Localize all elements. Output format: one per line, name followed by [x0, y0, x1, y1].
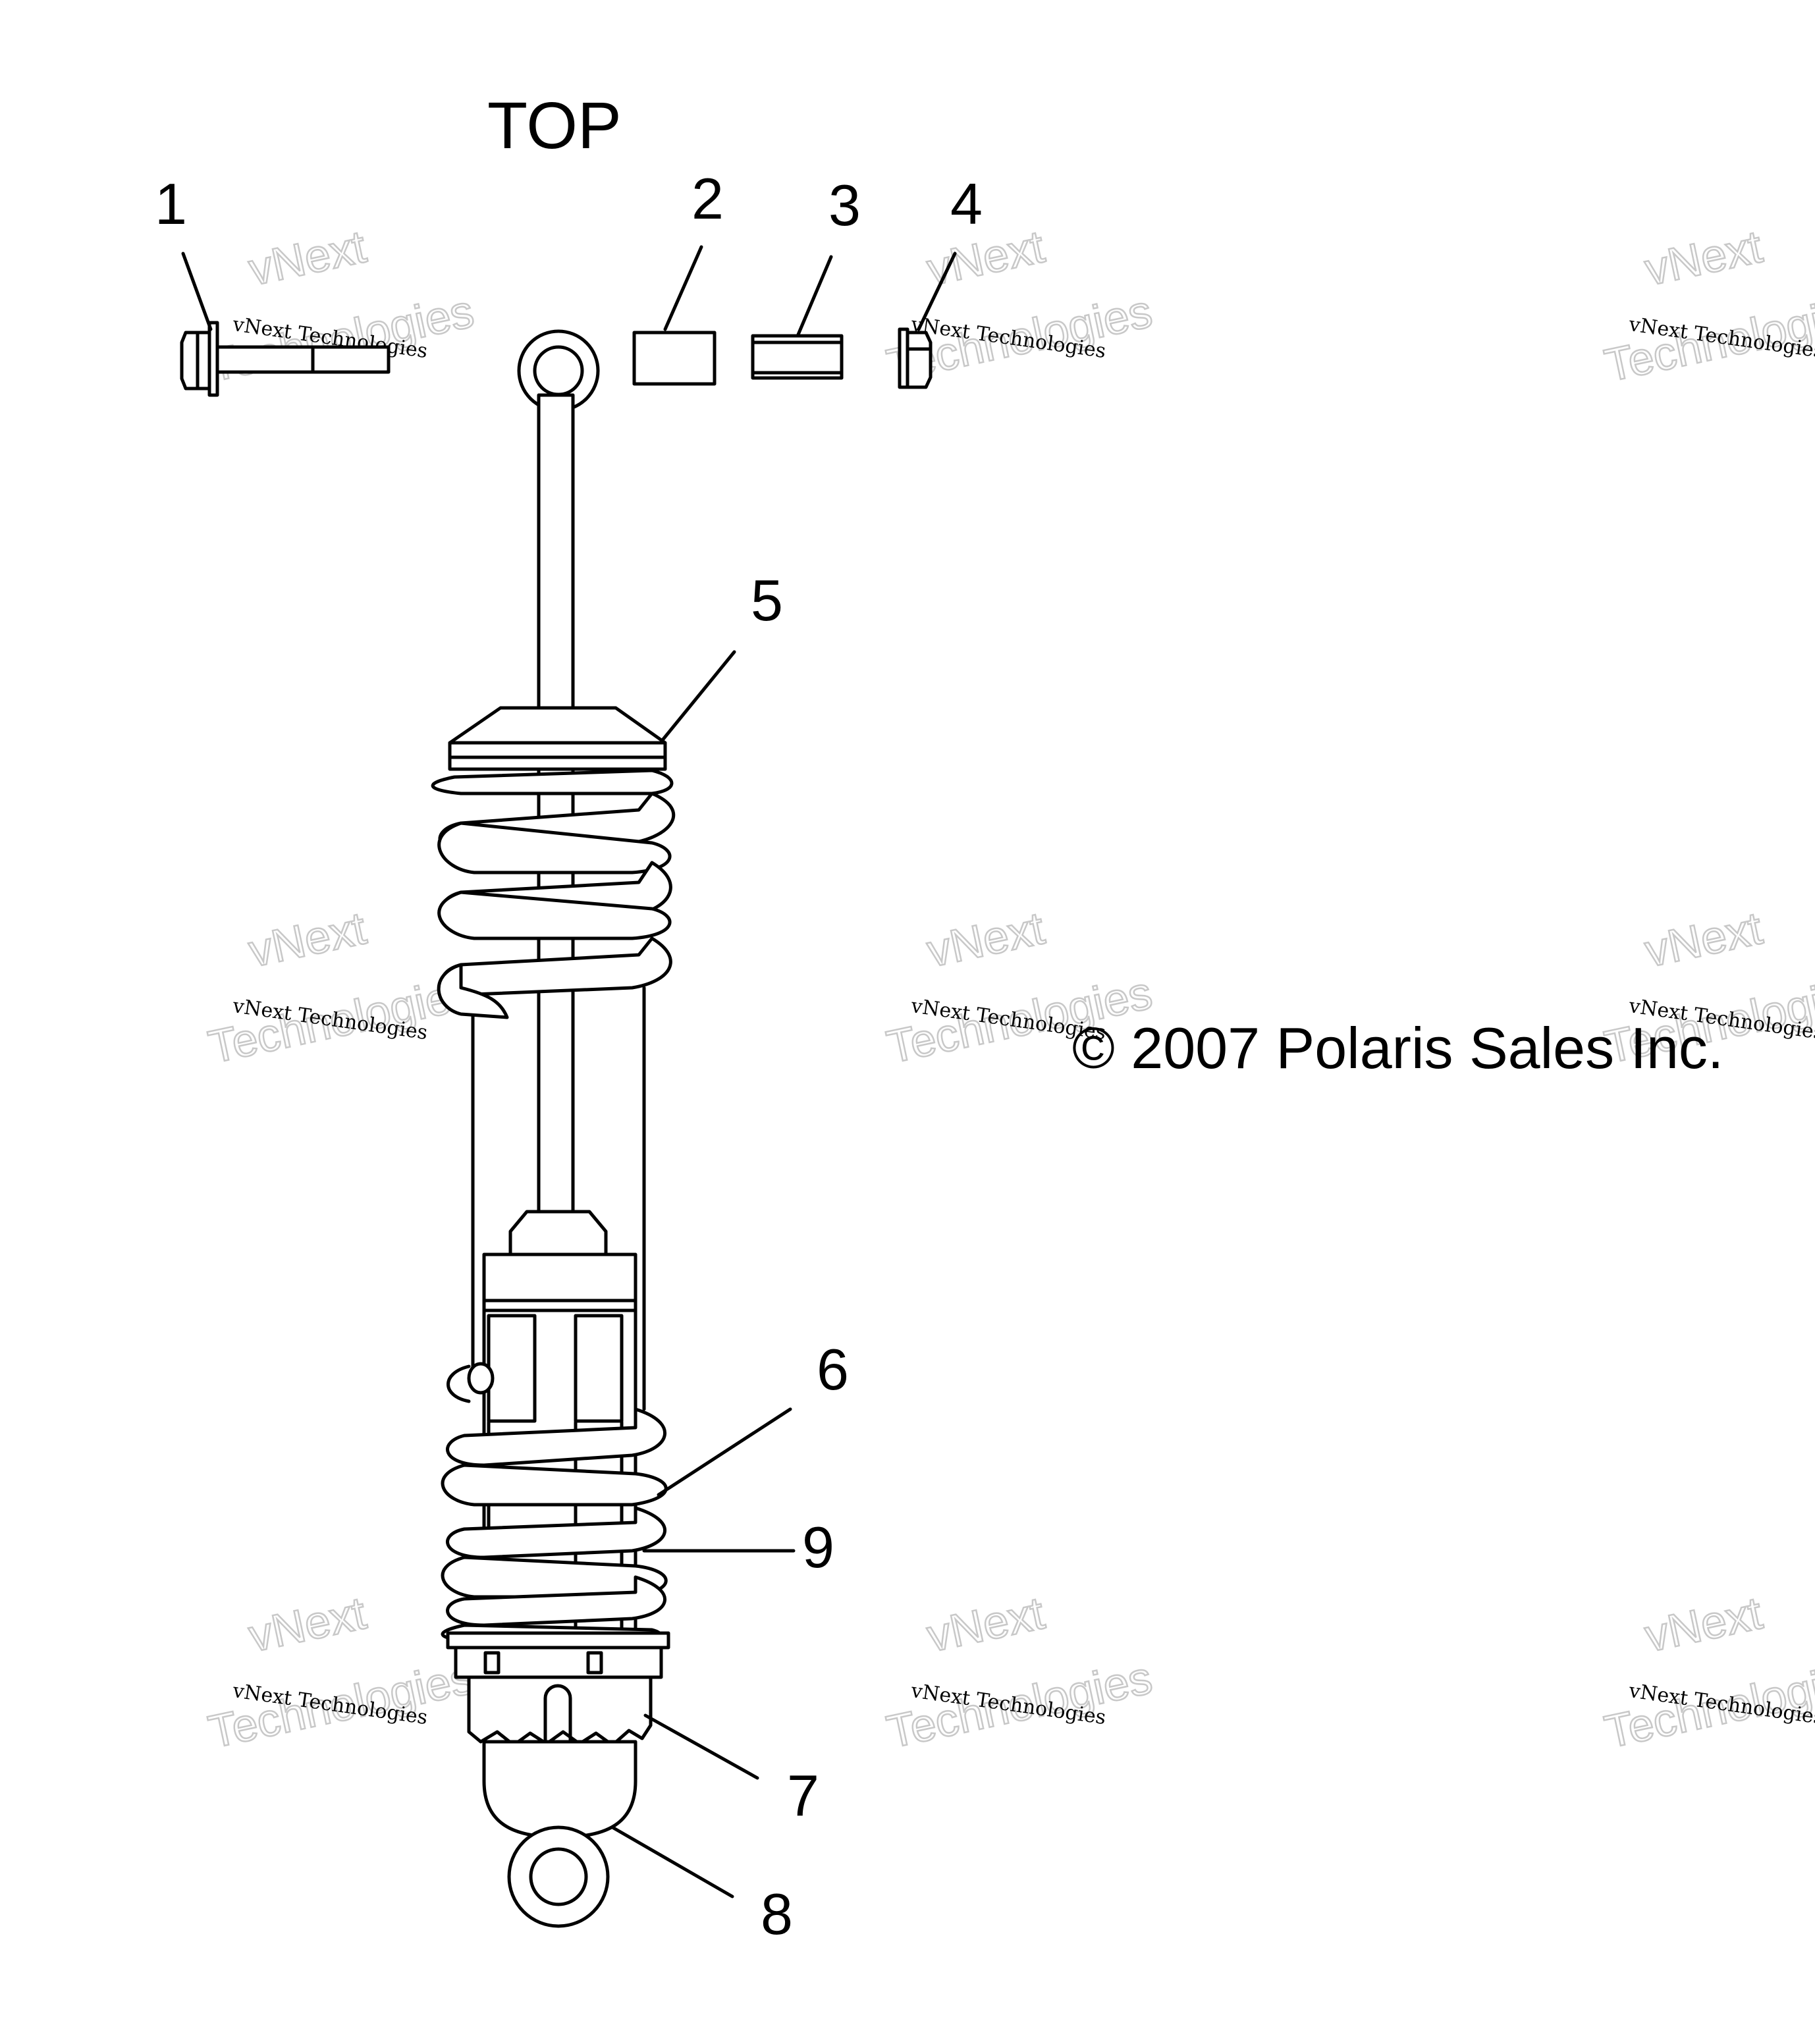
watermark-word: vNext [1640, 1587, 1766, 1661]
watermark-word: vNext [244, 221, 370, 295]
callout-5: 5 [751, 568, 783, 633]
leader-lines [181, 245, 957, 1898]
callout-7: 7 [787, 1763, 819, 1828]
part-8-eyelet [507, 1825, 610, 1928]
watermark-word: vNext [923, 902, 1048, 977]
watermark-word: vNext [244, 902, 370, 977]
callout-3: 3 [828, 173, 861, 238]
copyright-text: © 2007 Polaris Sales Inc. [1072, 1015, 1723, 1081]
callout-labels: 1 2 3 4 5 6 7 8 9 [155, 166, 983, 1947]
watermark-word: vNext [1640, 902, 1766, 977]
part-6-spring [446, 1407, 666, 1467]
callout-4: 4 [950, 171, 983, 236]
diagram-title: TOP [487, 89, 622, 163]
callout-2: 2 [691, 166, 724, 231]
part-2-bushing [632, 331, 717, 386]
watermark-word: vNext [244, 1587, 370, 1661]
watermark-word: vNext [923, 1587, 1048, 1661]
callout-1: 1 [155, 171, 187, 236]
callout-9: 9 [802, 1515, 834, 1580]
part-1-bolt [180, 321, 391, 397]
callout-6: 6 [817, 1337, 849, 1402]
shock-absorber [431, 329, 676, 1928]
part-4-nut [898, 327, 933, 389]
watermark-word: vNext [1640, 221, 1766, 295]
part-3-spacer [751, 334, 844, 380]
callout-8: 8 [761, 1881, 793, 1947]
part-5-spring-retainer [448, 706, 667, 771]
